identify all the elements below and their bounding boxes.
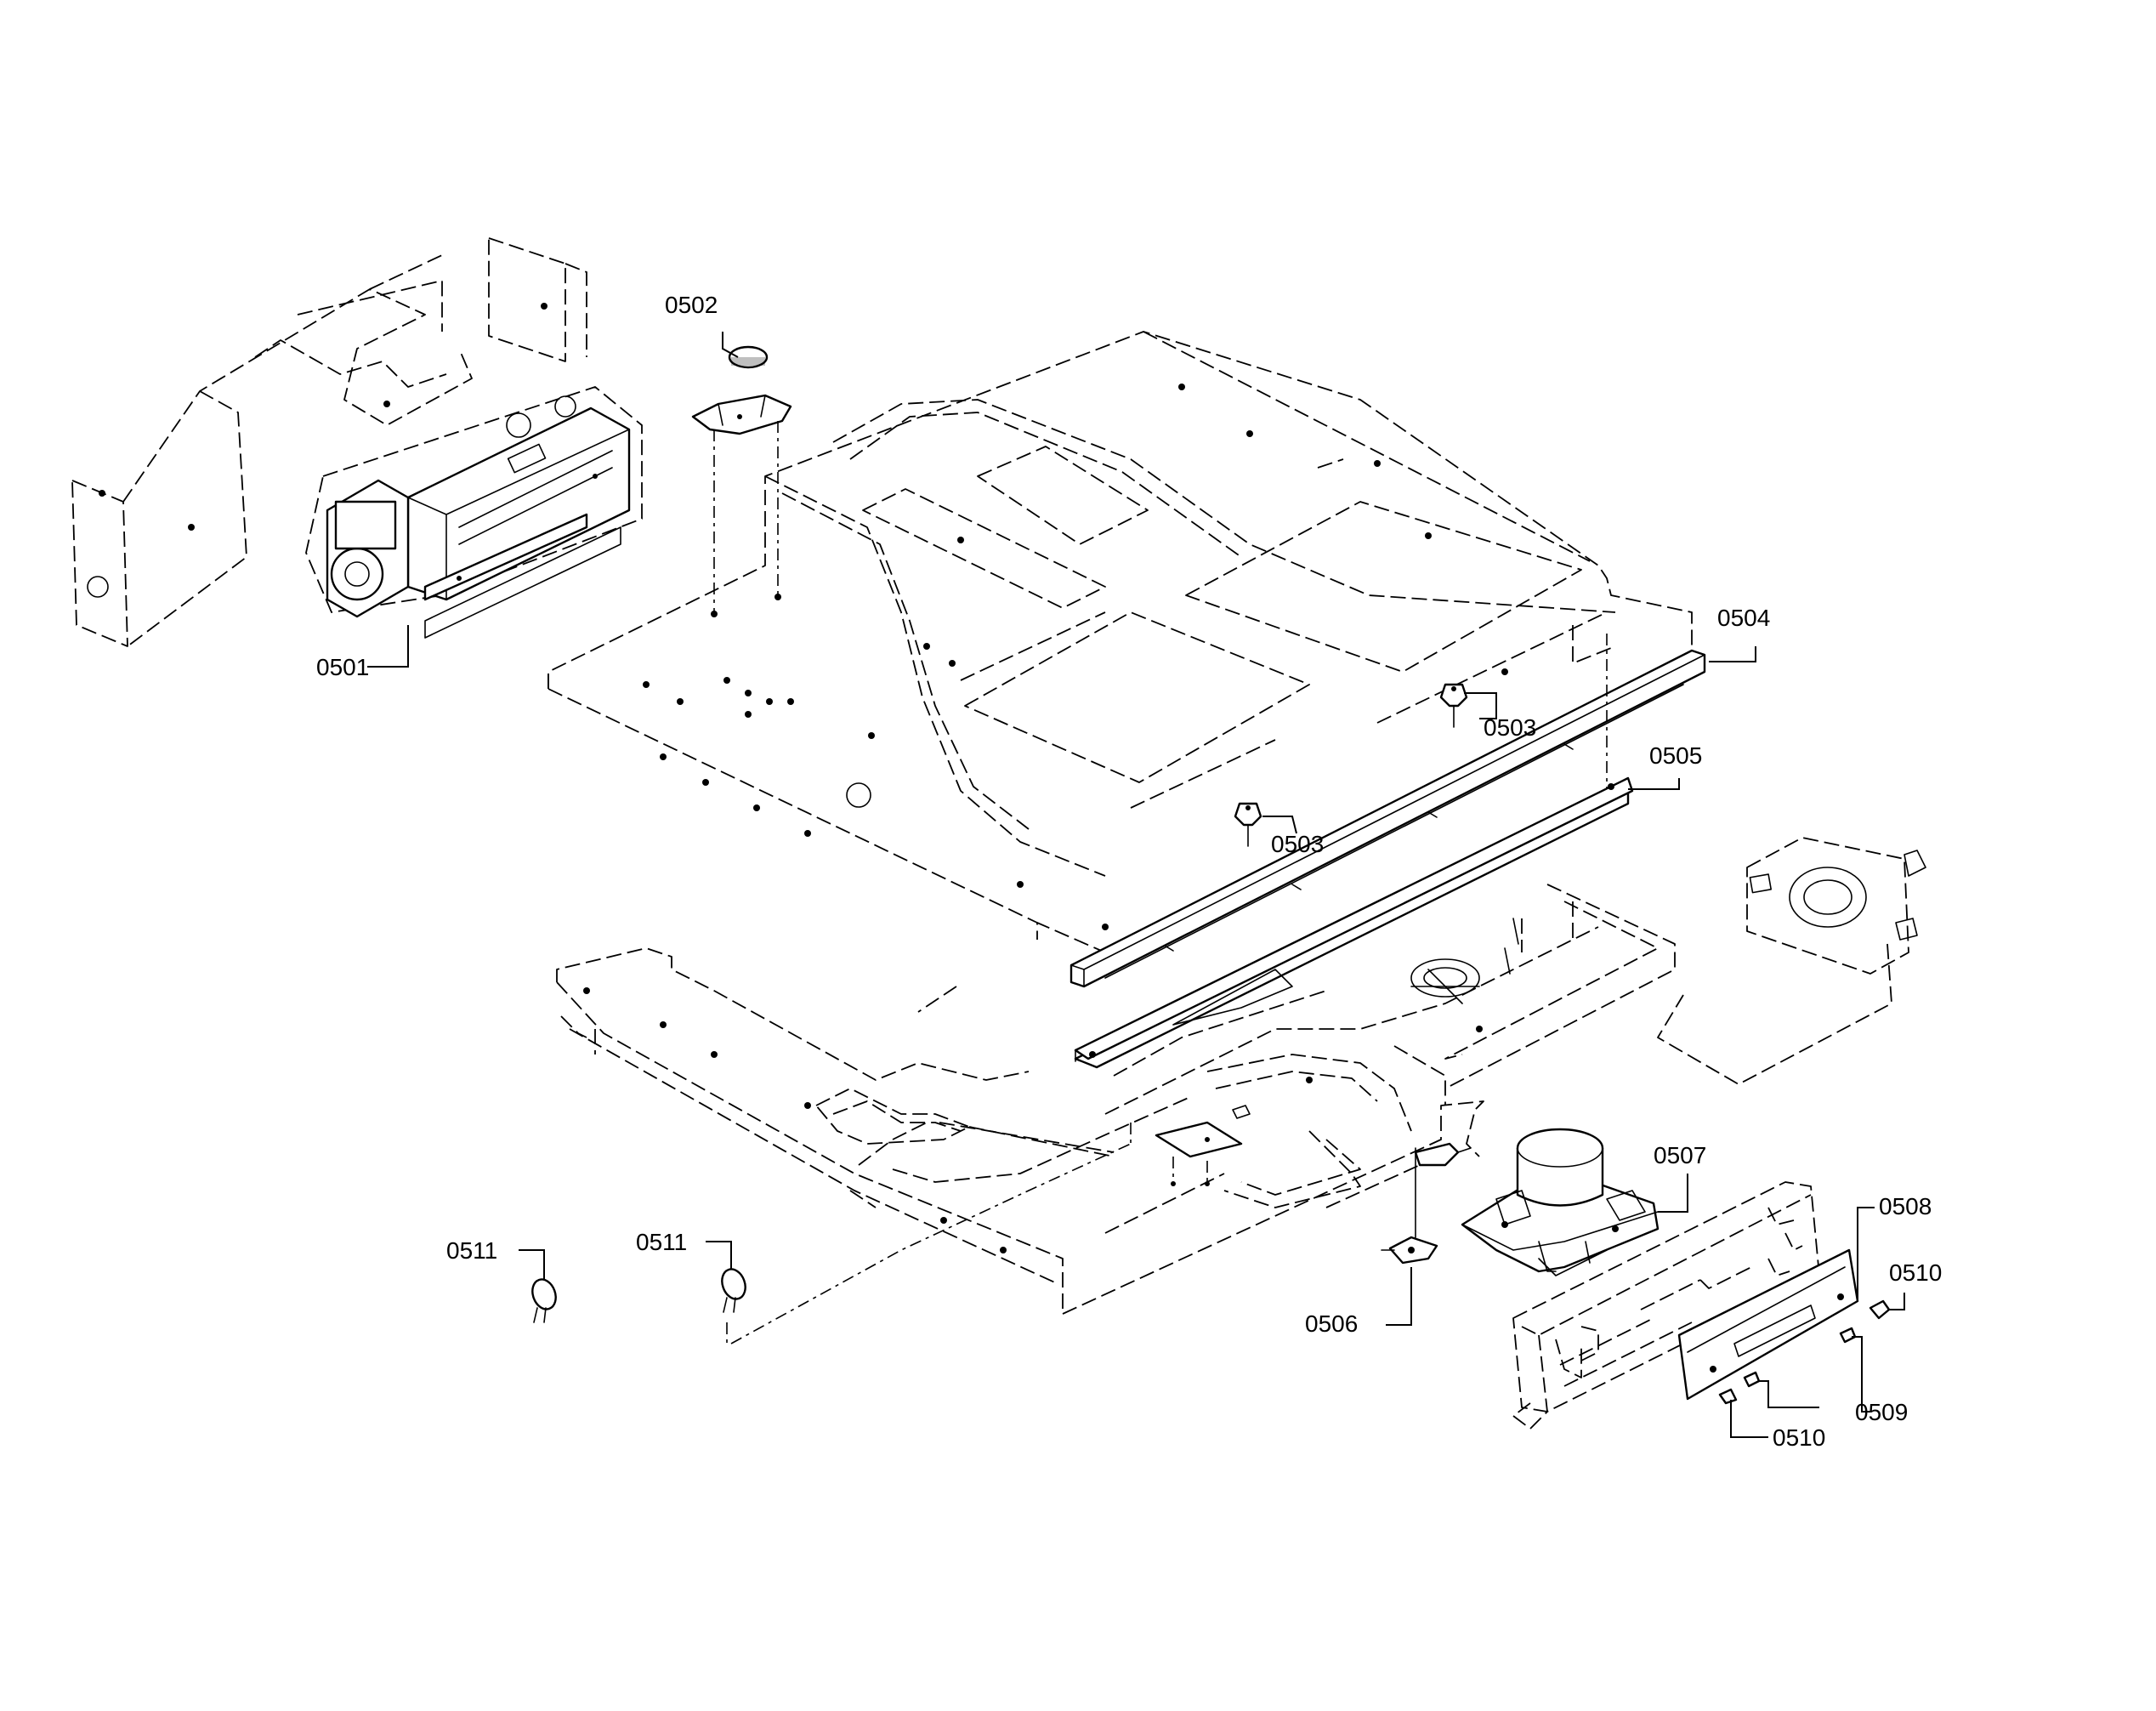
lower-base-outline [556, 884, 1676, 1315]
motor-latch-assembly [1461, 1128, 1660, 1276]
screw-part-0509 [1839, 1327, 1857, 1344]
small-bracket [1414, 1142, 1472, 1167]
lead-line [730, 1143, 1132, 1344]
screw-part-0510-right [1869, 1299, 1891, 1320]
clip-part-0511-left [531, 1278, 557, 1323]
callout-0502: 0502 [665, 292, 718, 318]
limit-switch-part [1381, 1147, 1438, 1265]
callout-0503-lower: 0503 [1271, 831, 1324, 857]
screw-part-0509-b [1743, 1371, 1761, 1388]
angle-rail-part [1069, 634, 1706, 988]
convection-fan-assembly [305, 386, 643, 639]
rear-housing-outline [71, 237, 587, 647]
callout-0507: 0507 [1654, 1142, 1706, 1168]
clip-part-upper [1439, 683, 1468, 728]
sensor-bracket-part [691, 345, 792, 617]
upper-panel-outline [548, 331, 1693, 953]
screw-part-0510-left [1718, 1388, 1738, 1405]
front-bracket-outline [1512, 1181, 1820, 1430]
callout-0511-left: 0511 [446, 1237, 497, 1264]
callout-0501: 0501 [316, 654, 369, 680]
callout-0509: 0509 [1855, 1399, 1908, 1425]
clip-part-lower [1234, 802, 1262, 847]
callout-0510-right: 0510 [1889, 1259, 1942, 1286]
flat-strip-part [1074, 776, 1634, 1069]
leader-lines [367, 332, 1905, 1438]
callout-0505: 0505 [1649, 742, 1702, 769]
callout-0506: 0506 [1305, 1310, 1358, 1337]
clip-part-0511-right [721, 1268, 746, 1313]
callout-0503-upper: 0503 [1484, 714, 1536, 741]
callout-0511-right: 0511 [636, 1229, 687, 1255]
callout-0508: 0508 [1879, 1193, 1932, 1219]
cover-plate-part [1677, 1248, 1859, 1401]
mounting-bracket [1130, 1105, 1251, 1186]
callout-0504: 0504 [1717, 605, 1770, 631]
back-plate-outline [1657, 837, 1926, 1085]
callout-0510-left: 0510 [1773, 1424, 1825, 1451]
